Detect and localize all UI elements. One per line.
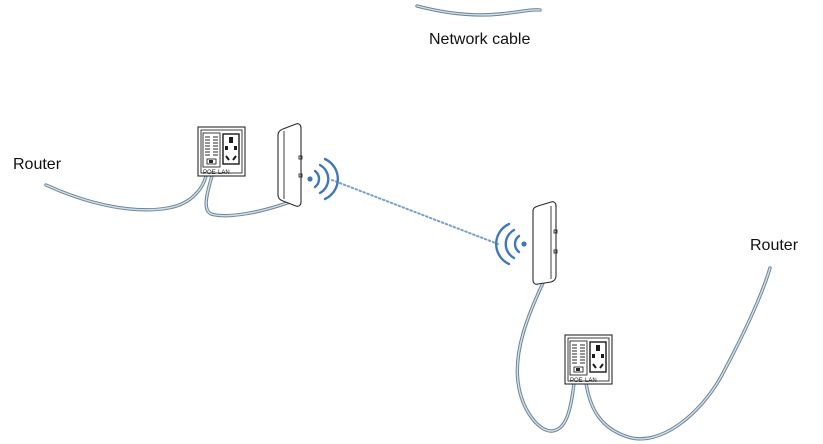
- right-plate-power-socket: [589, 341, 607, 373]
- right-plate-poe-module: [569, 340, 588, 376]
- left-signal-icon: [307, 157, 339, 201]
- right-plate-lan-label: LAN: [585, 378, 597, 384]
- right-plate-poe-label: POE: [570, 378, 583, 384]
- wireless-link-line: [331, 179, 499, 245]
- left-wall-plate: POE LAN: [197, 126, 246, 177]
- left-cpe-antenna: [277, 123, 303, 207]
- right-cpe-antenna: [532, 201, 558, 285]
- network-cable-label: Network cable: [429, 31, 531, 48]
- right-router-cable: [584, 266, 772, 441]
- right-wall-plate: POE LAN: [564, 334, 613, 385]
- left-plate-to-cpe-cable: [204, 174, 292, 218]
- router-left-label: Router: [13, 156, 62, 173]
- right-signal-icon: [495, 222, 527, 266]
- right-cpe-to-plate-cable: [515, 281, 576, 433]
- left-plate-poe-label: POE: [203, 170, 216, 176]
- left-router-cable: [44, 174, 208, 212]
- left-plate-poe-module: [202, 132, 221, 168]
- left-plate-lan-label: LAN: [218, 170, 230, 176]
- left-plate-power-socket: [222, 133, 240, 165]
- router-right-label: Router: [750, 237, 799, 254]
- legend-network-cable-sample: [415, 4, 542, 17]
